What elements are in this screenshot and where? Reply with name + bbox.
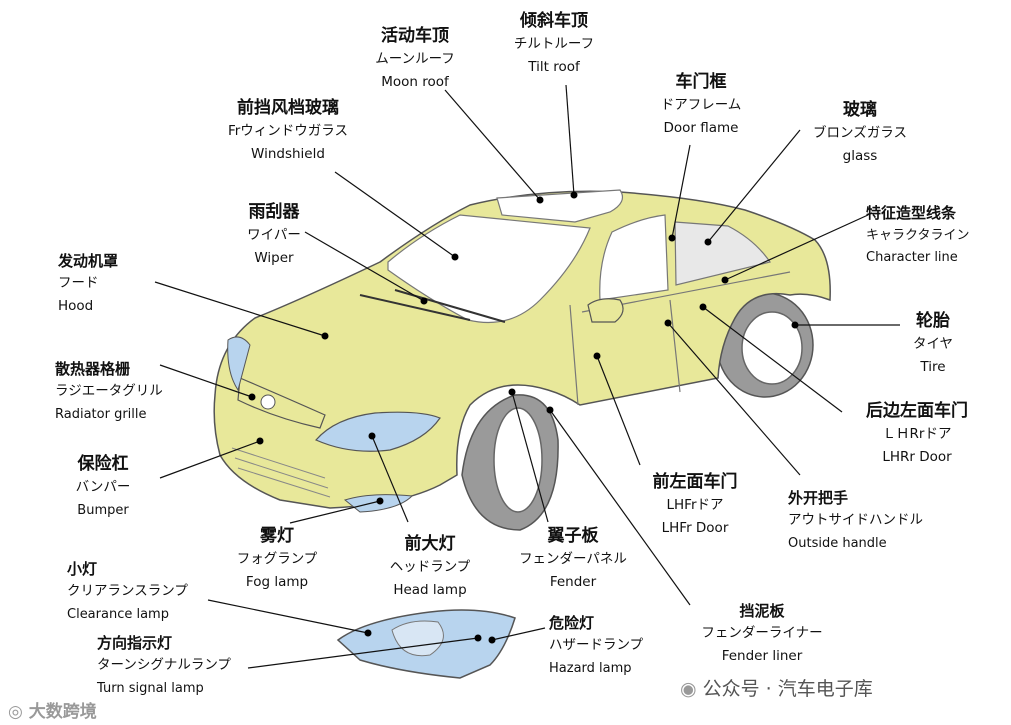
rear-tire [716, 292, 814, 398]
bumper-vents [231, 447, 331, 498]
brand-logo-icon: ◎ [8, 702, 23, 722]
side-window-rear [674, 221, 771, 286]
side-mirror [587, 298, 624, 323]
radiator-grille-shape [237, 377, 326, 429]
point-markers [248, 191, 799, 644]
front-light-left [227, 336, 251, 392]
sunroof [496, 189, 623, 223]
wechat-icon: ◉ [680, 678, 697, 700]
watermark-wechat: ◉ 公众号 · 汽车电子库 [680, 678, 873, 700]
front-tire [461, 394, 559, 531]
headlamp-shape [315, 411, 441, 452]
watermark-brand: ◎ 大数跨境 [8, 702, 97, 722]
leader-lines [154, 84, 900, 669]
side-window-front [599, 214, 669, 301]
